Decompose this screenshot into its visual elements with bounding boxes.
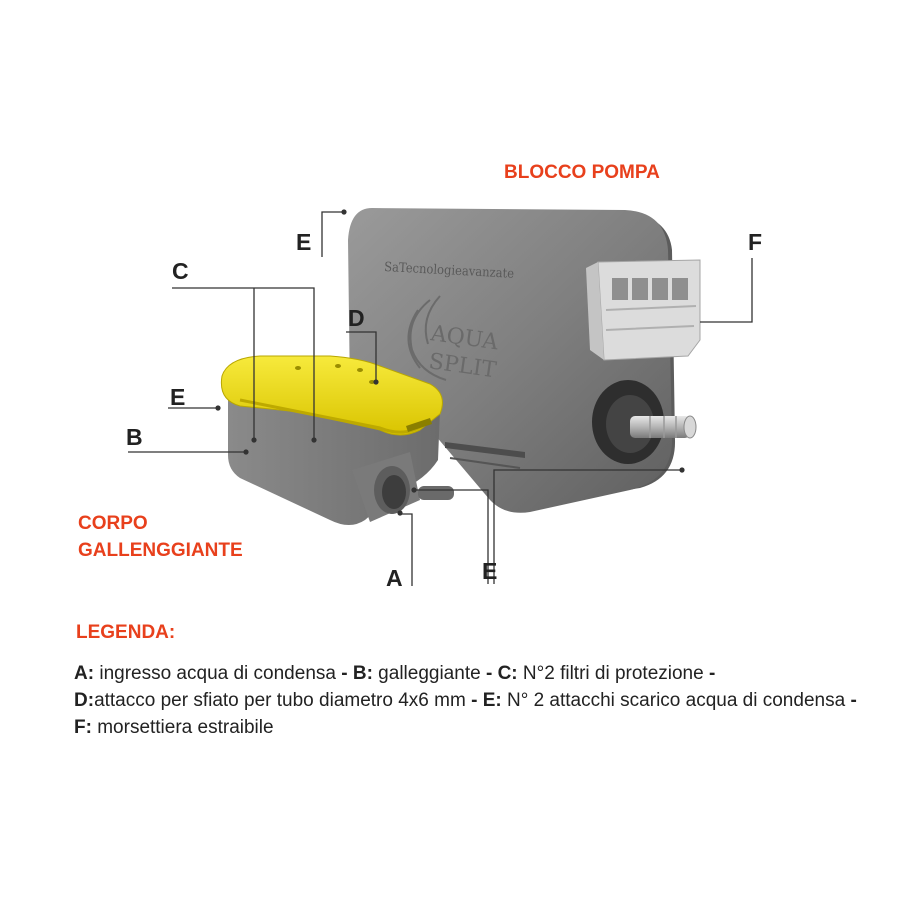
- callout-e-left: E: [170, 384, 185, 410]
- legend: LEGENDA: A: ingresso acqua di condensa -…: [74, 622, 874, 741]
- legend-text: A: ingresso acqua di condensa - B: galle…: [74, 660, 874, 741]
- legend-sep-b: -: [485, 663, 498, 684]
- legend-key-b: B:: [352, 663, 373, 684]
- float-body-title-line1: CORPO: [78, 513, 148, 534]
- legend-sep-c: -: [708, 663, 716, 684]
- legend-text-f: morsettiera estraibile: [91, 717, 274, 738]
- float-body: [220, 355, 454, 525]
- legend-sep-d: -: [471, 690, 483, 711]
- legend-key-e: E:: [482, 690, 502, 711]
- leader-lines: [128, 209, 753, 586]
- legend-text-e: N° 2 attacchi scarico acqua di condensa: [501, 690, 851, 711]
- legend-text-c: N°2 filtri di protezione: [517, 663, 709, 684]
- callout-a: A: [386, 565, 403, 591]
- float-body-title-line2: GALLENGGIANTE: [78, 540, 243, 561]
- callout-b: B: [126, 424, 143, 450]
- legend-text-a: ingresso acqua di condensa: [94, 663, 342, 684]
- legend-sep-a: -: [341, 663, 353, 684]
- pump-block: SaTecnologieavanzate AQUA SPLIT: [348, 208, 701, 513]
- callout-e-bottom: E: [482, 558, 497, 584]
- legend-key-d: D:: [74, 690, 95, 711]
- terminal-block: [586, 259, 701, 361]
- legend-key-f: F:: [74, 717, 92, 738]
- brand-text: SaTecnologieavanzate: [384, 260, 515, 282]
- pump-outlet: [592, 380, 697, 464]
- callout-f: F: [748, 229, 762, 255]
- legend-text-d: attacco per sfiato per tubo diametro 4x6…: [94, 690, 472, 711]
- callout-c: C: [172, 258, 189, 284]
- callout-d: D: [348, 305, 365, 331]
- aqua-split-logo: [407, 295, 447, 381]
- callout-e-top: E: [296, 229, 311, 255]
- legend-text-b: galleggiante: [372, 663, 486, 684]
- pump-block-title: BLOCCO POMPA: [504, 162, 660, 183]
- legend-key-c: C:: [497, 663, 518, 684]
- legend-title: LEGENDA:: [76, 622, 176, 643]
- legend-key-a: A:: [74, 663, 95, 684]
- legend-sep-e: -: [850, 690, 857, 711]
